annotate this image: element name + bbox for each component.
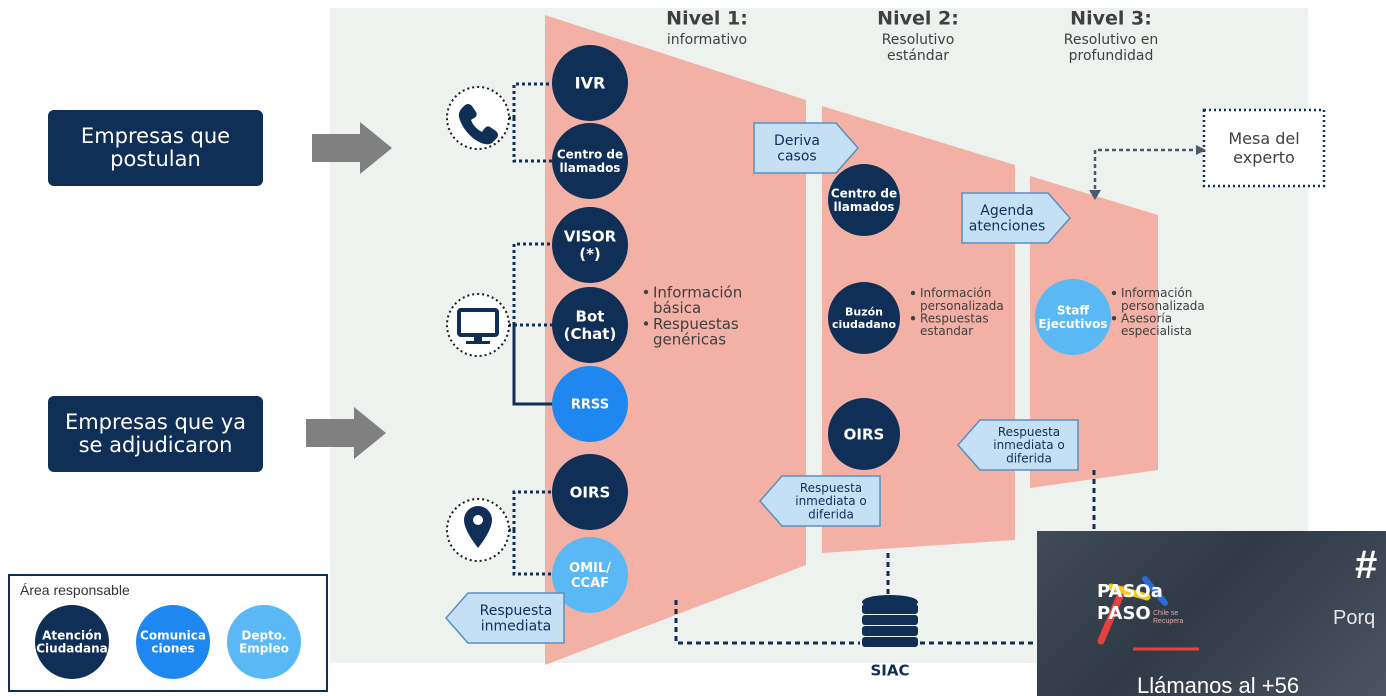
level2-bullet-dot-2 [910,316,916,321]
monitor-base [466,341,490,344]
legend-title: Área responsable [20,582,130,598]
legend-circle-1 [35,605,109,679]
siac-database-layer-2 [862,615,918,625]
legend-circle-2 [136,605,210,679]
level1-bullet-dot-1 [643,289,649,295]
arrow-respuesta-nivel2 [759,475,881,527]
level1-channel-6-label: OIRS [570,483,611,501]
paso-a-paso-logo-graphic [1097,576,1199,651]
location-pin-dot [473,515,483,525]
inset-call-text: Llámanos al +56 [1137,673,1300,696]
siac-database-layer-4 [862,637,918,647]
entity-empresas-adjudicaron: Empresas que ya se adjudicaron [48,396,263,472]
siac-label: SIAC [870,661,909,679]
level1-channel-2-circle [552,123,628,199]
level-3-title: Nivel 3: [1070,8,1152,30]
level3-bullet-dot-1 [1111,290,1117,296]
level1-channel-7-label: OMIL/CCAF [569,561,611,591]
level2-channel-2-circle [828,282,900,354]
level1-channel-5-circle [552,366,628,442]
location-pin-icon [464,506,492,548]
level-1-subtitle: informativo [667,32,747,48]
level1-channel-6-circle [552,454,628,530]
level2-channel-1-circle [828,164,900,236]
level1-channel-4-circle [552,287,628,363]
level3-channel-1-circle [1035,279,1111,355]
arrow-respuesta-nivel3 [957,419,1079,471]
level3-bullet-dot-2 [1111,316,1117,321]
level1-channel-4-label: Bot(Chat) [564,308,617,343]
level2-bullet-dot-1 [910,290,916,296]
arrow-respuesta-nivel1 [445,592,565,644]
monitor-stand [474,336,482,342]
monitor-channel-ring [446,293,510,357]
level1-channel-1-label: IVR [575,74,606,93]
connector-mesa-arrowhead-down [1089,190,1101,200]
level2-channel-3-label: OIRS [844,425,885,443]
inset-hashtag: # [1355,543,1378,587]
paso-a-paso-logo-text: PASOa PASO [1097,581,1163,624]
level1-channel-5-label: RRSS [571,398,609,413]
arrow-deriva-casos [753,122,859,174]
inset-tagline: Porq [1333,607,1376,629]
siac-database-icon [862,595,918,609]
monitor-icon [457,308,499,337]
arrow-postulan [312,122,392,174]
connector-mesa-arrowhead-right [1196,145,1206,155]
level1-bullet-dot-2 [643,321,649,326]
level1-channel-7-circle [552,537,628,613]
connector-mesa [1093,148,1198,196]
connector-monitor-solid [512,325,555,406]
level1-channel-3-label: VISOR(*) [564,228,617,263]
paso-a-paso-logo-subtext: Chile se Recupera [1153,610,1184,625]
connector-siac-level3 [920,470,1096,645]
level1-channel-3-circle [552,207,628,283]
arrow-agenda-atenciones [961,192,1071,244]
mesa-experto-box [1202,108,1326,188]
level1-channel-1-circle [552,45,628,121]
arrow-adjudicaron [306,407,386,459]
phone-icon [458,104,498,145]
entity-empresas-postulan: Empresas que postulan [48,110,263,186]
paso-a-paso-inset: PASOa PASO Chile se Recupera # Porq Llám… [1037,531,1386,696]
legend-circle-3 [227,605,301,679]
legend-label-3: Depto.Empleo [239,629,289,656]
level2-channel-3-circle [828,398,900,470]
connector-siac-level1 [674,600,860,645]
level-1-title: Nivel 1: [666,8,748,30]
level-2-title: Nivel 2: [877,8,959,30]
siac-database-layer-3 [862,626,918,636]
